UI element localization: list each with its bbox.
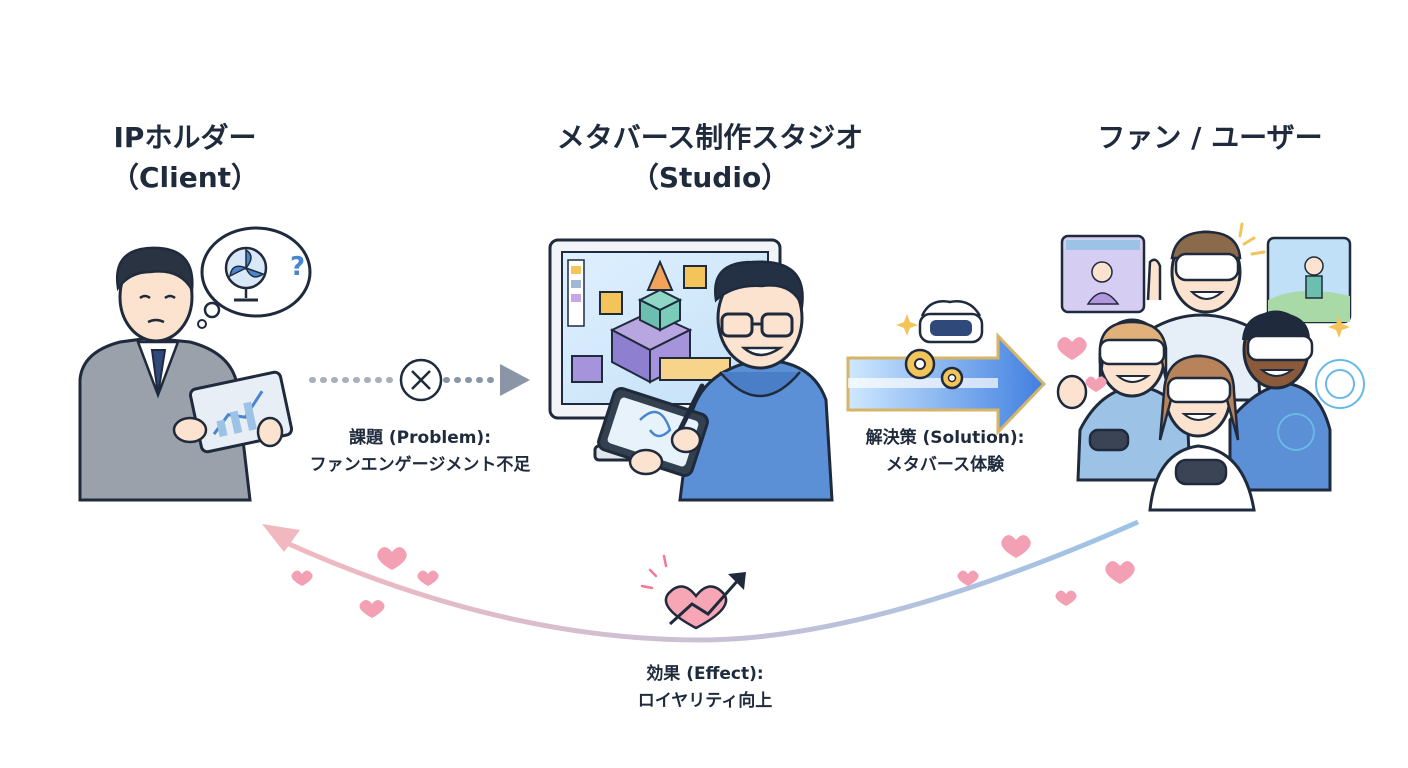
solution-label-line1: 解決策 (Solution): [865,428,1025,448]
effect-return-arrow [262,519,1140,643]
heart-icon [1085,376,1107,392]
studio-name: メタバース制作スタジオ [556,121,864,154]
effect-label-line2: ロイヤリティ向上 [637,691,773,711]
heart-icon [957,570,979,586]
heart-icon [1057,337,1087,360]
fans-title: ファン / ユーザー [1060,118,1360,158]
sparkle-icon [896,314,918,336]
solution-arrow [846,300,1047,436]
thought-bubble [197,226,312,329]
effect-label: 効果 (Effect): ロイヤリティ向上 [580,661,830,715]
gear-icon [904,348,964,390]
solution-label: 解決策 (Solution): メタバース体験 [830,425,1060,479]
heart-icon [377,547,407,570]
fans-name: ファン / ユーザー [1097,121,1323,154]
fan-icon [224,246,268,302]
client-name: IPホルダー [113,121,257,154]
virtual-screen-left [1060,234,1146,314]
sparkle-icon [1328,316,1350,338]
touch-ripple-icon [1277,359,1365,451]
client-figure [78,246,294,502]
vr-headset-icon [918,300,984,344]
heart-icon [1001,535,1031,558]
x-circle-icon [399,358,443,402]
studio-role: （Studio） [630,161,790,194]
client-role: （Client） [110,161,260,194]
fans-group [1056,222,1365,512]
virtual-screen-right [1266,236,1352,324]
problem-label-line1: 課題 (Problem): [348,428,492,448]
client-title: IPホルダー （Client） [60,118,310,198]
question-mark-icon: ? [290,252,305,282]
solution-label-line2: メタバース体験 [885,455,1005,475]
effect-label-line1: 効果 (Effect): [646,664,764,684]
heart-icon [417,570,439,586]
heart-icon [1105,561,1135,584]
problem-arrow [309,358,530,402]
studio-title: メタバース制作スタジオ （Studio） [500,118,920,198]
heart-icon [291,570,313,586]
problem-label: 課題 (Problem): ファンエンゲージメント不足 [270,425,570,479]
heart-growth-icon [640,554,746,630]
decorative-hearts [291,535,1135,618]
heart-icon [359,600,385,618]
studio-designer [597,260,834,502]
problem-label-line2: ファンエンゲージメント不足 [309,455,531,475]
heart-icon [1055,590,1077,606]
gamepad-icon [1174,458,1228,486]
